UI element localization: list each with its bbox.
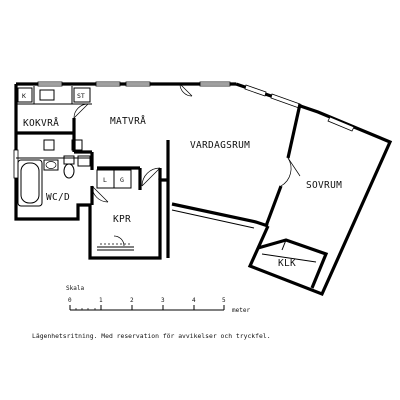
fixture-label-st: ST: [77, 92, 85, 100]
disclaimer-caption: Lägenhetsritning. Med reservation för av…: [32, 332, 271, 340]
scale-tick-4: 4: [192, 297, 196, 304]
doors: [73, 83, 301, 247]
fixture-label-g: G: [120, 176, 124, 184]
room-label-matvra: MATVRÅ: [110, 115, 146, 127]
fixture-label-l: L: [103, 176, 107, 184]
scale-tick-5: 5: [222, 297, 226, 304]
scale-unit: meter: [232, 307, 250, 314]
room-label-kpr: KPR: [113, 214, 131, 225]
room-label-wc-d: WC/D: [46, 192, 70, 203]
scale-tick-1: 1: [99, 297, 103, 304]
scale-tick-3: 3: [161, 297, 165, 304]
scale-tick-2: 2: [130, 297, 134, 304]
fixtures: [17, 87, 132, 245]
scale-title: Skala: [66, 285, 84, 292]
fixture-label-k: K: [22, 92, 26, 100]
scale-bar: Skala 0 1 2 3 4 5 meter: [66, 285, 250, 314]
room-label-klk: KLK: [278, 258, 296, 269]
interior-walls: [16, 86, 329, 289]
scale-tick-0: 0: [68, 297, 72, 304]
windows: [13, 81, 355, 179]
fixture-labels: K ST L G: [22, 92, 124, 184]
room-label-kokvra: KOKVRÅ: [23, 117, 59, 129]
room-label-sovrum: SOVRUM: [306, 180, 342, 191]
room-label-vardagsrum: VARDAGSRUM: [190, 140, 250, 151]
room-labels: KOKVRÅ MATVRÅ VARDAGSRUM SOVRUM WC/D KPR…: [23, 115, 342, 269]
